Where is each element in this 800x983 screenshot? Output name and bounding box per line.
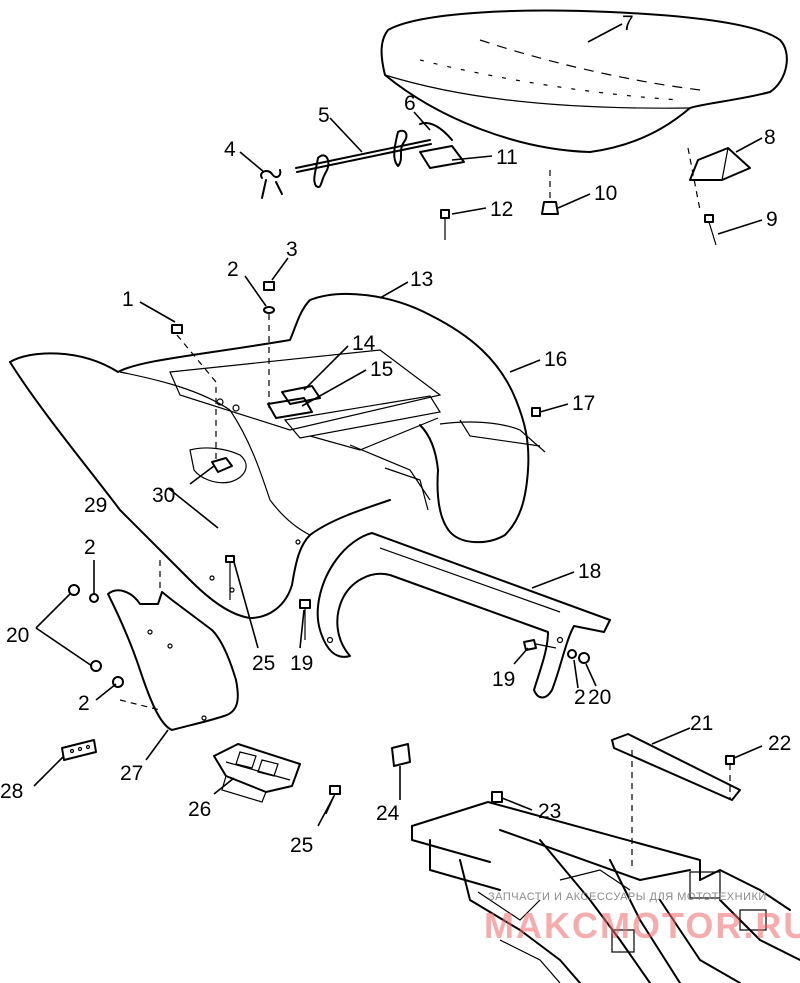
footrest-26-part	[213, 743, 301, 803]
bolt-22-part	[725, 755, 735, 800]
latch-hook-6-part	[393, 122, 453, 167]
callout-23: 23	[538, 800, 561, 823]
seat-part	[380, 9, 788, 153]
callout-28: 28	[0, 780, 23, 803]
nut-17-part	[531, 407, 541, 417]
callout-25: 25	[290, 834, 313, 857]
watermark-logo-text: MAKCMOTOR.RU	[484, 905, 800, 946]
seat-bracket-part	[687, 147, 751, 211]
callout-10: 10	[594, 182, 617, 205]
callout-18: 18	[578, 560, 601, 583]
frame-part	[411, 801, 800, 983]
callout-9: 9	[766, 208, 778, 231]
plate-15-part	[267, 397, 313, 419]
callout-19: 19	[492, 668, 515, 691]
callout-5: 5	[318, 104, 330, 127]
callout-2: 2	[574, 686, 586, 709]
bolt-23-part	[491, 791, 503, 803]
bolt-3-part	[263, 281, 275, 408]
bolt-9-part	[704, 214, 717, 246]
callout-16: 16	[544, 348, 567, 371]
callout-26: 26	[188, 798, 211, 821]
callout-6: 6	[404, 92, 416, 115]
bolt-19b-part	[523, 639, 557, 651]
mudflap-27-part	[107, 560, 239, 731]
callout-2: 2	[227, 258, 239, 281]
nut-20a-part	[68, 584, 124, 688]
callout-29: 29	[84, 494, 107, 517]
nut-20b-part	[567, 649, 590, 664]
callout-11: 11	[496, 146, 518, 169]
callout-2: 2	[78, 692, 90, 715]
callout-numbers: 1 2 2 2 2 3 4 5 6 7 8 9 10 11 12 13 14 1…	[0, 12, 791, 857]
bracket-21-part	[611, 733, 741, 870]
spring-4-part	[260, 169, 283, 199]
callout-2: 2	[84, 536, 96, 559]
callout-20: 20	[6, 624, 29, 647]
callout-22: 22	[768, 732, 791, 755]
leader-lines	[33, 23, 763, 827]
clip-30-part	[211, 457, 233, 473]
screw-12-part	[440, 209, 450, 240]
rear-fender-part	[9, 292, 546, 619]
latch-rod-5-part	[295, 139, 432, 188]
callout-20: 20	[588, 686, 611, 709]
callout-12: 12	[490, 198, 513, 221]
bolt-25a-part	[225, 555, 235, 600]
callout-17: 17	[572, 392, 595, 415]
callout-4: 4	[224, 138, 236, 161]
watermark-subtitle: ЗАПЧАСТИ И АКСЕССУАРЫ ДЛЯ МОТОТЕХНИКИ	[488, 891, 767, 903]
bolt-25b-part	[325, 785, 341, 815]
callout-25: 25	[252, 652, 275, 675]
watermark: ЗАПЧАСТИ И АКСЕССУАРЫ ДЛЯ МОТОТЕХНИКИ MA…	[484, 891, 800, 946]
callout-3: 3	[286, 238, 298, 261]
plate-28-part	[61, 739, 97, 761]
callout-27: 27	[120, 762, 143, 785]
callout-14: 14	[352, 332, 376, 355]
bolt-19a-part	[299, 599, 311, 640]
callout-21: 21	[690, 712, 713, 735]
bolt-1-part	[171, 324, 217, 460]
plate-11-part	[419, 145, 465, 169]
callout-19: 19	[290, 652, 313, 675]
bumper-24-part	[391, 743, 411, 767]
callout-7: 7	[622, 12, 634, 35]
callout-30: 30	[152, 484, 175, 507]
grommet-10-part	[541, 170, 559, 215]
callout-15: 15	[370, 358, 393, 381]
side-skirt-18-part	[316, 532, 611, 699]
callout-13: 13	[410, 268, 433, 291]
callout-1: 1	[122, 288, 134, 311]
callout-8: 8	[764, 126, 776, 149]
callout-24: 24	[376, 802, 400, 825]
